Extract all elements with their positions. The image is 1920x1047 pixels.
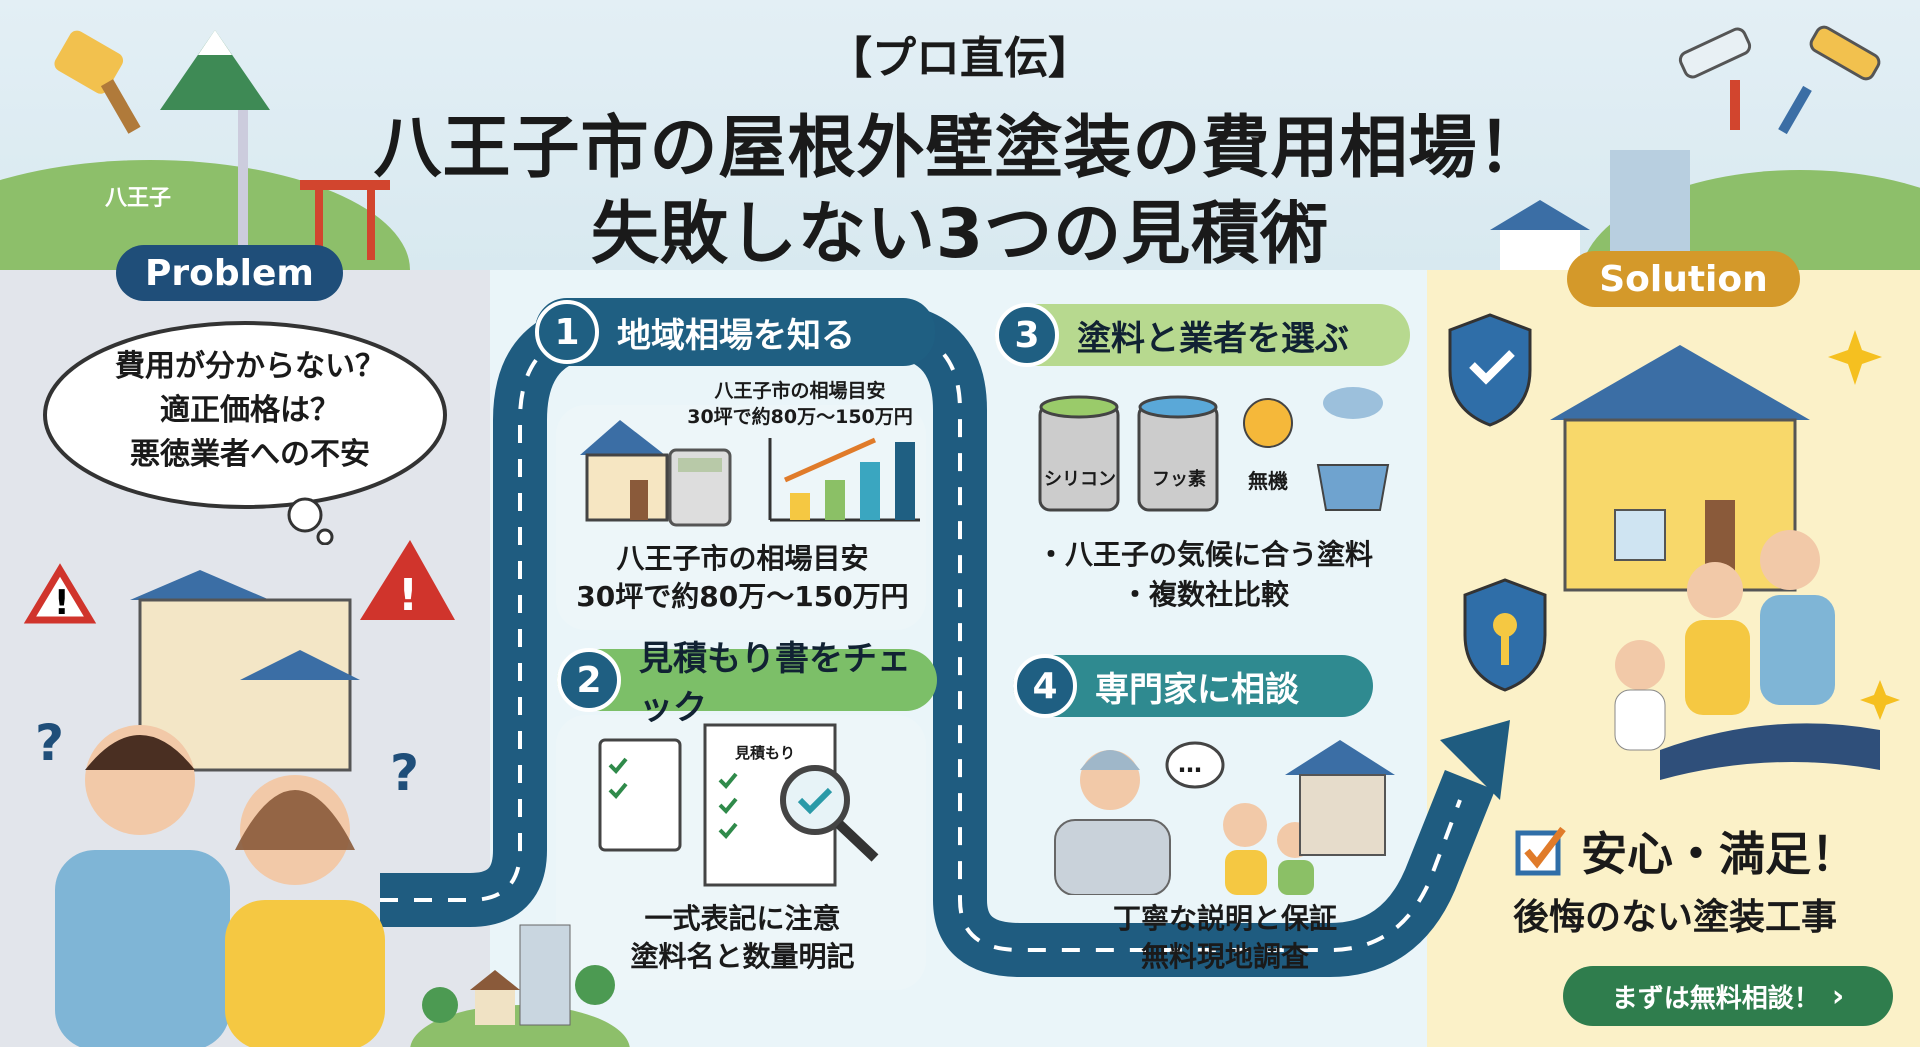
clipboard-icon: [598, 738, 682, 852]
warning-icon: [23, 563, 97, 624]
tower-icon: [238, 110, 248, 250]
svg-text:!: !: [398, 570, 418, 621]
question-icon: ?: [35, 714, 64, 772]
consultation-illustration: [1054, 740, 1395, 895]
paint-silicone: シリコン: [1044, 469, 1116, 490]
question-icon: ?: [390, 744, 419, 802]
house-icon: [1285, 740, 1395, 775]
thought-text: 費用が分からない？: [115, 349, 385, 384]
header-scenery: [0, 25, 1920, 270]
paint-choice-illustration: [1038, 387, 1390, 512]
paint-roller-icon: [1778, 25, 1881, 135]
chart-caption: 八王子市の相場目安 30坪で約80万〜150万円: [680, 378, 920, 430]
checkbox-check-icon: [1515, 826, 1566, 876]
problem-thoughts: 費用が分からない？ 適正価格は？ 悪徳業者への不安: [50, 345, 450, 477]
worried-couple-illustration: ! ! ? ?: [23, 540, 455, 1047]
road-arrow-icon: [1440, 720, 1510, 800]
solution-headline-row: 安心・満足！: [1515, 818, 1857, 884]
step-3-caption: ・八王子の気候に合う塗料 ・複数社比較: [1010, 535, 1400, 615]
svg-text:!: !: [54, 583, 70, 623]
solution-headline: 安心・満足！: [1581, 827, 1857, 881]
step-title: 塗料と業者を選ぶ: [1077, 318, 1349, 359]
thought-bubble: [43, 321, 447, 545]
cta-label: まずは無料相談！: [1611, 983, 1820, 1014]
step-title: 見積もり書をチェック: [639, 639, 911, 728]
happy-family-illustration: [1448, 313, 1900, 780]
step-1-caption: 八王子市の相場目安 30坪で約80万〜150万円: [560, 540, 925, 616]
paint-can-icon: [1137, 403, 1219, 512]
paint-can-icon: [1038, 403, 1120, 512]
chart-bar: [790, 493, 810, 520]
step-2-label: 2 見積もり書をチェック: [557, 639, 937, 728]
solution-subline: 後悔のない塗装工事: [1512, 897, 1837, 938]
house-icon: [580, 420, 665, 455]
caption-line: ・複数社比較: [1120, 578, 1289, 611]
torii-icon: [300, 180, 390, 190]
sparkle-icon: [1828, 330, 1900, 720]
step-number: 1: [535, 300, 599, 364]
price-illustration: [580, 420, 920, 527]
speech-bubble-icon: [1165, 741, 1225, 789]
paint-inorganic: 無機: [1248, 469, 1288, 493]
paint-roller-icon: [1678, 27, 1752, 130]
sun-icon: [1243, 398, 1293, 448]
warning-icon: [360, 540, 455, 620]
chevron-right-icon: ›: [1831, 978, 1845, 1014]
magnifier-icon: [780, 765, 850, 835]
caption-line: 丁寧な説明と保証: [1112, 902, 1337, 935]
rain-cloud-icon: [1323, 387, 1383, 419]
caption-line: 無料現地調査: [1140, 940, 1309, 973]
step-number: 4: [1013, 654, 1077, 718]
worker-cap: [1080, 750, 1140, 770]
caption-line: ・八王子の気候に合う塗料: [1036, 538, 1373, 571]
scale-icon: [1316, 464, 1390, 511]
chart-bar: [860, 462, 880, 520]
house-icon: [130, 570, 270, 600]
house-icon: [1490, 200, 1590, 230]
step-4-caption: 丁寧な説明と保証 無料現地調査: [1095, 900, 1355, 976]
step-2-caption: 一式表記に注意 塗料名と数量明記: [560, 900, 925, 976]
city-label: 八王子: [105, 186, 172, 211]
painter-figure: [1054, 819, 1171, 895]
paint-fluorine: フッ素: [1152, 469, 1206, 490]
estimate-doc-label: 見積もり: [735, 744, 796, 762]
step-3-label: 3 塗料と業者を選ぶ: [995, 303, 1410, 367]
step-title: 地域相場を知る: [617, 315, 855, 356]
solution-badge: Solution: [1567, 251, 1800, 307]
thought-text: 悪徳業者への不安: [130, 437, 370, 472]
problem-badge: Problem: [116, 245, 343, 301]
chart-caption-line: 30坪で約80万〜150万円: [687, 406, 913, 428]
thought-text: 適正価格は？: [160, 393, 340, 428]
trend-arrow: [783, 437, 877, 483]
paint-brush-icon: [54, 30, 141, 134]
chart-bar: [895, 442, 915, 520]
mountain-icon: [160, 30, 270, 110]
caption-line: 八王子市の相場目安: [616, 542, 869, 575]
free-consultation-button[interactable]: まずは無料相談！ ›: [1563, 966, 1893, 1026]
building-icon: [1610, 150, 1690, 270]
town-illustration: [410, 924, 630, 1047]
chart-bar: [825, 480, 845, 520]
chart-caption-line: 八王子市の相場目安: [714, 380, 886, 402]
house-icon: [1550, 345, 1810, 420]
step-title: 専門家に相談: [1095, 669, 1299, 710]
estimate-check-illustration: [598, 723, 879, 887]
page-title-line1: 八王子市の屋根外壁塗装の費用相場！: [373, 109, 1547, 188]
title-tag: 【プロ直伝】: [828, 33, 1092, 84]
step-4-label: 4 専門家に相談: [1013, 654, 1373, 718]
step-number: 3: [995, 303, 1059, 367]
caption-line: 塗料名と数量明記: [630, 940, 855, 973]
step-1-label: 1 地域相場を知る: [535, 298, 935, 366]
caption-line: 30坪で約80万〜150万円: [576, 580, 909, 613]
header-banner: 八王子 【プロ直伝】 八王子市の屋根外壁塗装の費用相場！ 失敗しない3つの見積術: [0, 0, 1920, 274]
step-number: 2: [557, 648, 621, 712]
page-title-line2: 失敗しない3つの見積術: [590, 195, 1330, 274]
caption-line: 一式表記に注意: [644, 902, 841, 935]
speech-text: …: [1178, 750, 1202, 778]
